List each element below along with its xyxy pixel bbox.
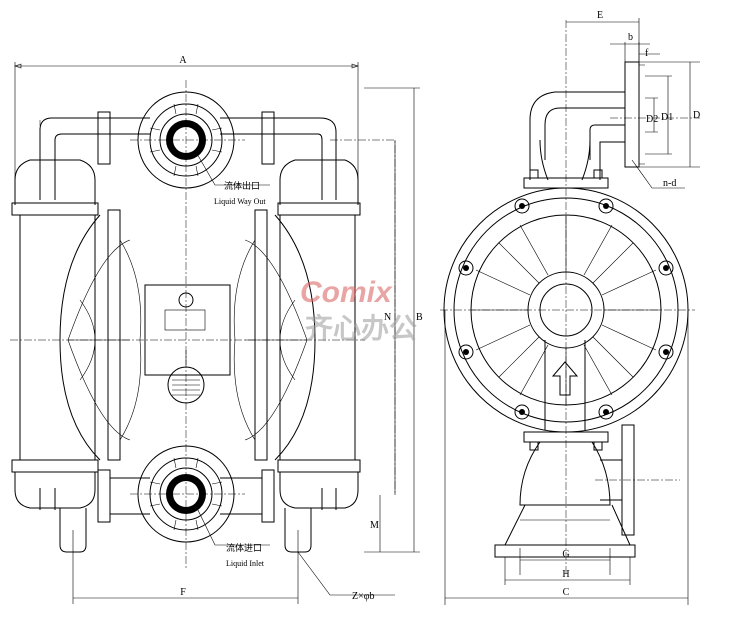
outlet-label-en: Liquid Way Out — [214, 197, 266, 206]
front-dimensions: A B N M F Z×φb — [14, 55, 423, 604]
side-dimensions: E b f D D1 D2 n-d G H C — [444, 10, 700, 605]
watermark: Comix 齐心办公 — [300, 276, 417, 345]
dim-N: N — [384, 312, 391, 323]
dim-D2: D2 — [646, 114, 658, 125]
outlet-label-cn: 流体出口 — [224, 180, 260, 192]
inlet-label-cn: 流体进口 — [226, 542, 262, 554]
dim-f: f — [645, 48, 649, 59]
dim-zphib: Z×φb — [352, 591, 375, 602]
dim-M: M — [370, 520, 379, 531]
dim-b: b — [628, 32, 633, 43]
bolts — [458, 198, 674, 420]
dim-A: A — [179, 55, 187, 66]
dim-H: H — [562, 569, 569, 580]
dim-F: F — [180, 587, 186, 598]
dim-D1: D1 — [661, 112, 673, 123]
outlet-callout: 流体出口 Liquid Way Out — [195, 151, 270, 206]
inlet-callout: 流体进口 Liquid Inlet — [195, 505, 270, 568]
inlet-label-en: Liquid Inlet — [226, 559, 265, 568]
dim-D: D — [693, 110, 700, 121]
watermark-brand: Comix — [300, 276, 393, 309]
dim-B: B — [416, 312, 423, 323]
dim-E: E — [597, 10, 603, 21]
dim-C: C — [563, 587, 570, 598]
watermark-tagline: 齐心办公 — [305, 312, 417, 345]
dim-G: G — [562, 549, 569, 560]
front-view — [10, 80, 396, 570]
dim-nd: n-d — [663, 178, 676, 189]
side-view — [440, 20, 700, 575]
